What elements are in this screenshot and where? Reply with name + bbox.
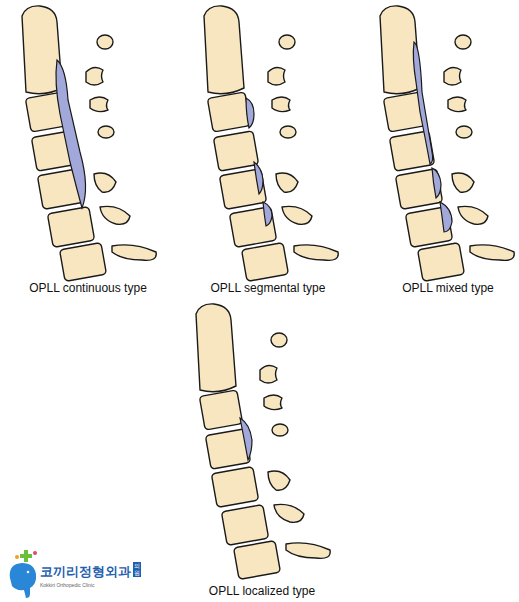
type-caption: OPLL segmental type bbox=[211, 281, 326, 295]
type-caption: OPLL continuous type bbox=[29, 281, 147, 295]
type-caption: OPLL localized type bbox=[209, 584, 315, 598]
ossified-ligament bbox=[263, 202, 272, 226]
clinic-subtitle: Kokkiri Orthopedic Clinic bbox=[40, 582, 94, 588]
ossified-ligament bbox=[56, 60, 86, 208]
clinic-name: 코끼리정형외과 bbox=[40, 563, 131, 581]
spine-panel bbox=[22, 6, 156, 281]
logo-elephant bbox=[10, 563, 36, 598]
logo-dot bbox=[33, 551, 37, 555]
logo-dot bbox=[15, 555, 19, 559]
clinic-logo-icon bbox=[10, 550, 37, 598]
ossified-ligament bbox=[413, 42, 432, 164]
ossified-ligament bbox=[254, 162, 263, 194]
spine-panel bbox=[380, 6, 514, 281]
spine-panel bbox=[204, 6, 338, 281]
ossified-ligament bbox=[440, 202, 452, 232]
type-caption: OPLL mixed type bbox=[402, 281, 494, 295]
logo-eye bbox=[27, 571, 30, 574]
ossified-ligament bbox=[432, 168, 441, 198]
badge-text: 의원 bbox=[134, 563, 140, 576]
clinic-badge: 의원 bbox=[133, 562, 141, 577]
logo-cross bbox=[20, 550, 32, 562]
spine-panel bbox=[196, 304, 330, 579]
ossified-ligament bbox=[240, 418, 252, 460]
ossified-ligament bbox=[246, 98, 254, 128]
